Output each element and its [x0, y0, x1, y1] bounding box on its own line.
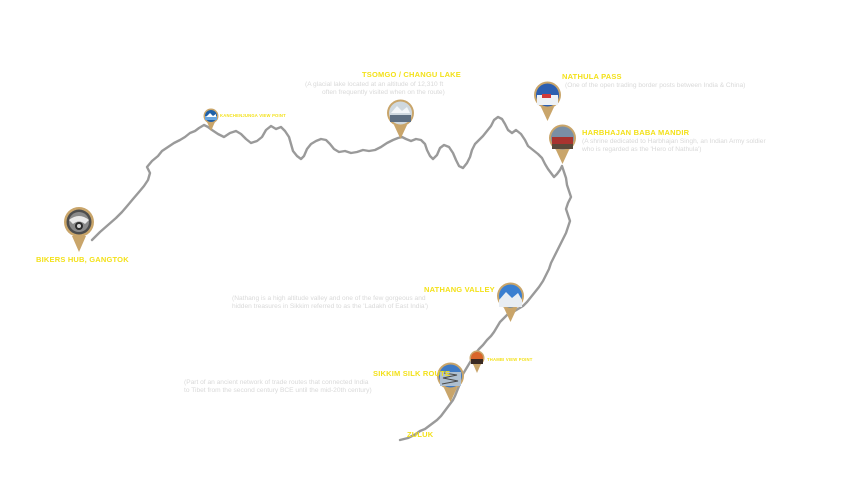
snow-pass-photo-icon: [534, 81, 561, 121]
valley-photo-icon: [497, 282, 524, 322]
harbhajan-desc-line-1: (A shrine dedicated to Harbhajan Singh, …: [582, 138, 766, 145]
nathula-marker[interactable]: [533, 81, 562, 121]
tsomgo-desc-line-2: often frequently visited when on the rou…: [322, 89, 445, 96]
tsomgo-label: TSOMGO / CHANGU LAKE: [362, 70, 461, 79]
mountain-lake-photo-icon: [203, 108, 219, 131]
silkroute-desc-line-1: (Part of an ancient network of trade rou…: [184, 379, 369, 386]
thambi-label: THAMBI VIEW POINT: [487, 357, 533, 362]
gangtok-marker[interactable]: [63, 206, 95, 252]
nathang-desc-line-1: (Nathang is a high altitude valley and o…: [232, 295, 426, 302]
silkroute-marker[interactable]: [436, 362, 465, 402]
harbhajan-label: HARBHAJAN BABA MANDIR: [582, 128, 690, 137]
tsomgo-marker[interactable]: [386, 99, 415, 139]
harbhajan-marker[interactable]: [548, 124, 577, 164]
thambi-marker[interactable]: [469, 350, 485, 373]
nathang-marker[interactable]: [496, 282, 525, 322]
nathula-desc: (One of the open trading border posts be…: [565, 82, 746, 89]
tsomgo-desc-line-1: (A glacial lake located at an altitude o…: [305, 81, 444, 88]
gangtok-label: BIKERS HUB, GANGTOK: [36, 255, 129, 264]
sunset-photo-icon: [469, 350, 485, 373]
frozen-lake-photo-icon: [387, 99, 414, 139]
route-line: [90, 115, 573, 442]
silkroute-desc-line-2: to Tibet from the second century BCE unt…: [184, 387, 372, 394]
kanchenjunga-label: KANCHENJUNGA VIEW POINT: [220, 113, 286, 118]
zuluk-label: ZULUK: [407, 430, 434, 439]
kanchenjunga-marker[interactable]: [203, 108, 219, 131]
nathang-label: NATHANG VALLEY: [424, 285, 495, 294]
nathula-label: NATHULA PASS: [562, 72, 622, 81]
zigzag-road-photo-icon: [437, 362, 464, 402]
bikers-hub-logo-icon: [64, 207, 94, 252]
nathang-desc-line-2: hidden treasures in Sikkim referred to a…: [232, 303, 429, 310]
harbhajan-desc-line-2: who is regarded as the 'Hero of Nathula'…: [582, 146, 702, 153]
temple-photo-icon: [549, 124, 576, 164]
silkroute-label: SIKKIM SILK ROUTE: [373, 369, 451, 378]
